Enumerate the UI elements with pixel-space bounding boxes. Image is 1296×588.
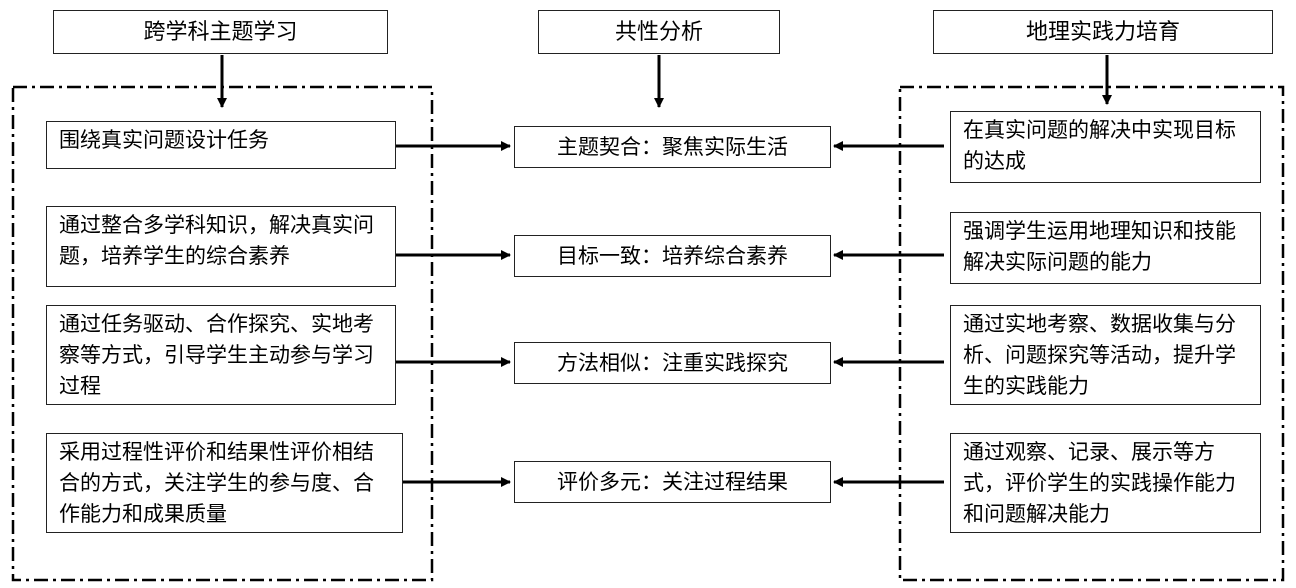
center-box-row4: 评价多元：关注过程结果 [514, 461, 831, 503]
right-box-row2: 强调学生运用地理知识和技能解决实际问题的能力 [950, 212, 1261, 284]
header-geo-practice-cultivation: 地理实践力培育 [933, 10, 1273, 54]
left-box-row4: 采用过程性评价和结果性评价相结合的方式，关注学生的参与度、合作能力和成果质量 [46, 433, 403, 533]
right-box-row3: 通过实地考察、数据收集与分析、问题探究等活动，提升学生的实践能力 [950, 305, 1261, 405]
right-box-row4: 通过观察、记录、展示等方式，评价学生的实践操作能力和问题解决能力 [950, 433, 1261, 533]
right-box-row1: 在真实问题的解决中实现目标的达成 [950, 111, 1261, 183]
center-box-row3: 方法相似：注重实践探究 [514, 342, 831, 384]
left-box-row1: 围绕真实问题设计任务 [46, 121, 396, 169]
left-box-row3: 通过任务驱动、合作探究、实地考察等方式，引导学生主动参与学习过程 [46, 305, 396, 405]
center-box-row1: 主题契合：聚焦实际生活 [514, 126, 831, 168]
header-interdisciplinary-learning: 跨学科主题学习 [53, 10, 388, 54]
center-box-row2: 目标一致：培养综合素养 [514, 235, 831, 277]
header-commonality-analysis: 共性分析 [538, 10, 780, 54]
left-box-row2: 通过整合多学科知识，解决真实问题，培养学生的综合素养 [46, 206, 396, 287]
